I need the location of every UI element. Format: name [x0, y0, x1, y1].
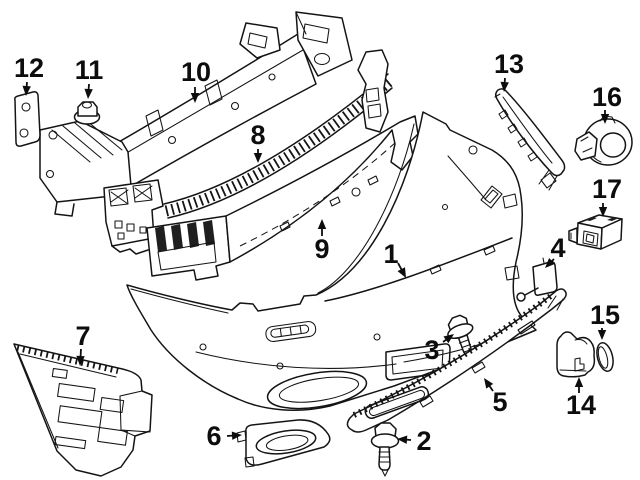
callout-6[interactable]: 6 [206, 421, 242, 451]
callout-9[interactable]: 9 [314, 219, 330, 264]
callout-12[interactable]: 12 [14, 53, 44, 96]
callout-8[interactable]: 8 [250, 120, 266, 163]
callout-number: 1 [383, 239, 398, 269]
callout-number: 4 [550, 233, 565, 263]
arrowhead-icon [76, 355, 85, 366]
part-6-exhaust-bezel [236, 419, 331, 468]
part-10-impact-bar [39, 11, 353, 217]
arrowhead-icon [190, 93, 200, 103]
part-17-sensor-bracket [568, 214, 623, 250]
part-3-screw [447, 314, 474, 356]
callout-number: 2 [416, 426, 431, 456]
part-16-park-sensor [574, 115, 633, 166]
callout-7[interactable]: 7 [75, 321, 91, 366]
callout-number: 14 [566, 390, 596, 420]
part-14-sensor-holder [556, 331, 596, 378]
callout-1[interactable]: 1 [383, 239, 406, 278]
callout-number: 10 [181, 57, 211, 87]
callout-number: 11 [75, 55, 104, 85]
arrowhead-icon [484, 378, 494, 389]
arrowhead-icon [545, 257, 556, 268]
part-1-bumper-cover [126, 111, 537, 411]
callout-10[interactable]: 10 [181, 57, 211, 103]
callout-number: 8 [250, 120, 265, 150]
arrowhead-icon [397, 267, 406, 278]
callout-11[interactable]: 11 [75, 55, 104, 99]
arrowhead-icon [231, 431, 242, 440]
callout-number: 16 [592, 82, 622, 112]
arrowhead-icon [443, 334, 454, 344]
callout-number: 3 [424, 335, 439, 365]
callout-number: 6 [206, 421, 221, 451]
arrowhead-icon [253, 153, 263, 163]
arrowhead-icon [574, 377, 584, 387]
arrowhead-icon [84, 88, 93, 99]
callout-number: 12 [14, 53, 44, 83]
callout-3[interactable]: 3 [424, 334, 454, 365]
part-13-side-rail-trim [494, 88, 566, 191]
arrowhead-icon [317, 219, 327, 229]
part-12-mounting-plate [14, 91, 41, 147]
arrowhead-icon [597, 330, 607, 340]
callout-13[interactable]: 13 [494, 49, 524, 92]
callout-number: 15 [590, 300, 620, 330]
part-7-side-support-bracket [13, 343, 153, 477]
arrowhead-icon [598, 207, 608, 217]
callout-4[interactable]: 4 [545, 233, 566, 268]
callout-2[interactable]: 2 [397, 426, 432, 456]
arrowhead-icon [22, 85, 31, 96]
callout-number: 9 [314, 234, 329, 264]
arrowhead-icon [397, 435, 408, 444]
callout-number: 5 [492, 387, 507, 417]
part-4-tow-hook-cover [516, 257, 558, 302]
callout-number: 13 [494, 49, 524, 79]
callout-17[interactable]: 17 [592, 174, 622, 217]
callout-number: 7 [75, 321, 90, 351]
part-2-bolt [370, 422, 400, 477]
callout-14[interactable]: 14 [566, 377, 596, 420]
part-15-cap [596, 342, 614, 372]
part-8-mounting-rail [103, 49, 394, 255]
arrowhead-icon [500, 81, 509, 92]
callout-number: 17 [592, 174, 622, 204]
callout-15[interactable]: 15 [590, 300, 620, 340]
part-5-lower-trim-strip [346, 288, 567, 433]
arrowhead-icon [600, 114, 610, 124]
part-9-energy-absorber [146, 115, 419, 281]
callout-16[interactable]: 16 [592, 82, 622, 124]
part-11-hex-nut [73, 101, 101, 125]
callout-5[interactable]: 5 [484, 378, 508, 417]
